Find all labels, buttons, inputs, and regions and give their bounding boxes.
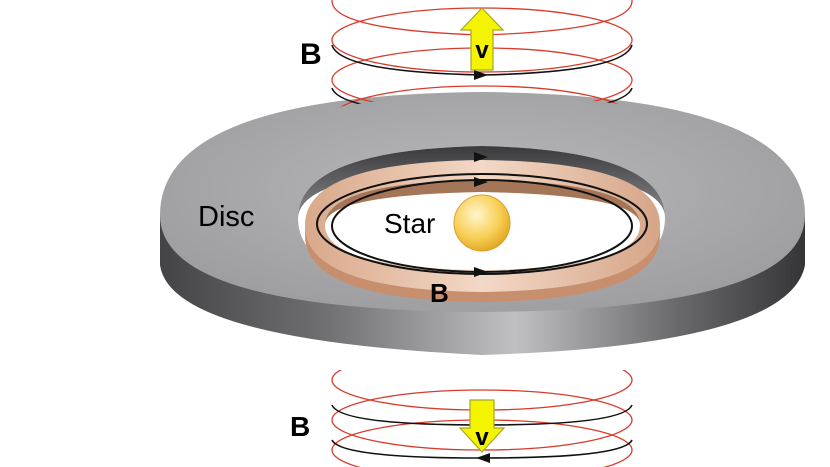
star-circle <box>453 194 511 252</box>
disc-top-surface <box>160 92 805 312</box>
disc-hole-wall <box>298 146 665 218</box>
velocity-arrow-up-icon <box>459 7 505 71</box>
field-line <box>331 404 483 426</box>
b-field-label-top: B <box>300 38 322 71</box>
field-line <box>481 404 633 426</box>
velocity-label-bottom: v <box>475 424 489 451</box>
b-field-label-ring: B <box>430 278 449 308</box>
b-field-label-bottom: B <box>290 411 310 442</box>
field-arrowhead-right <box>474 70 488 80</box>
velocity-arrow-down-icon <box>458 399 506 453</box>
disc-label: Disc <box>198 201 254 233</box>
velocity-label-top: v <box>475 37 489 64</box>
ring-field-lines <box>316 152 648 277</box>
field-arrowhead-left <box>476 453 490 463</box>
inner-ring <box>305 160 660 302</box>
star-label: Star <box>384 208 435 239</box>
disc-side <box>160 215 805 355</box>
